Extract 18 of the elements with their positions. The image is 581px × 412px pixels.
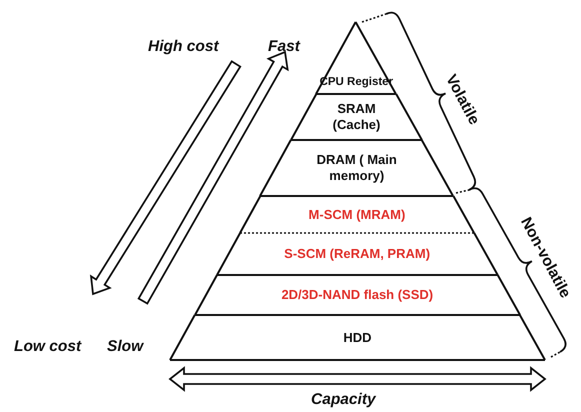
memory-tier	[316, 22, 396, 94]
tier-label: HDD	[343, 330, 372, 346]
memory-tier	[240, 196, 474, 233]
tier-label: S-SCM (ReRAM, PRAM)	[284, 246, 430, 262]
memory-tier	[170, 315, 545, 360]
axis-label: High cost	[148, 38, 219, 56]
memory-tier	[216, 233, 498, 275]
tier-label: M-SCM (MRAM)	[308, 206, 406, 222]
tier-label: SRAM (Cache)	[332, 101, 382, 133]
axis-label: Fast	[268, 38, 300, 56]
axis-label: Slow	[107, 338, 144, 356]
memory-tier	[194, 275, 520, 315]
memory-tier	[291, 94, 422, 140]
tier-label: DRAM ( Main memory)	[316, 152, 398, 184]
tier-label: 2D/3D-NAND flash (SSD)	[281, 287, 434, 303]
axis-label: Low cost	[14, 338, 82, 356]
memory-tier	[260, 140, 454, 196]
axis-label: Capacity	[311, 391, 376, 409]
